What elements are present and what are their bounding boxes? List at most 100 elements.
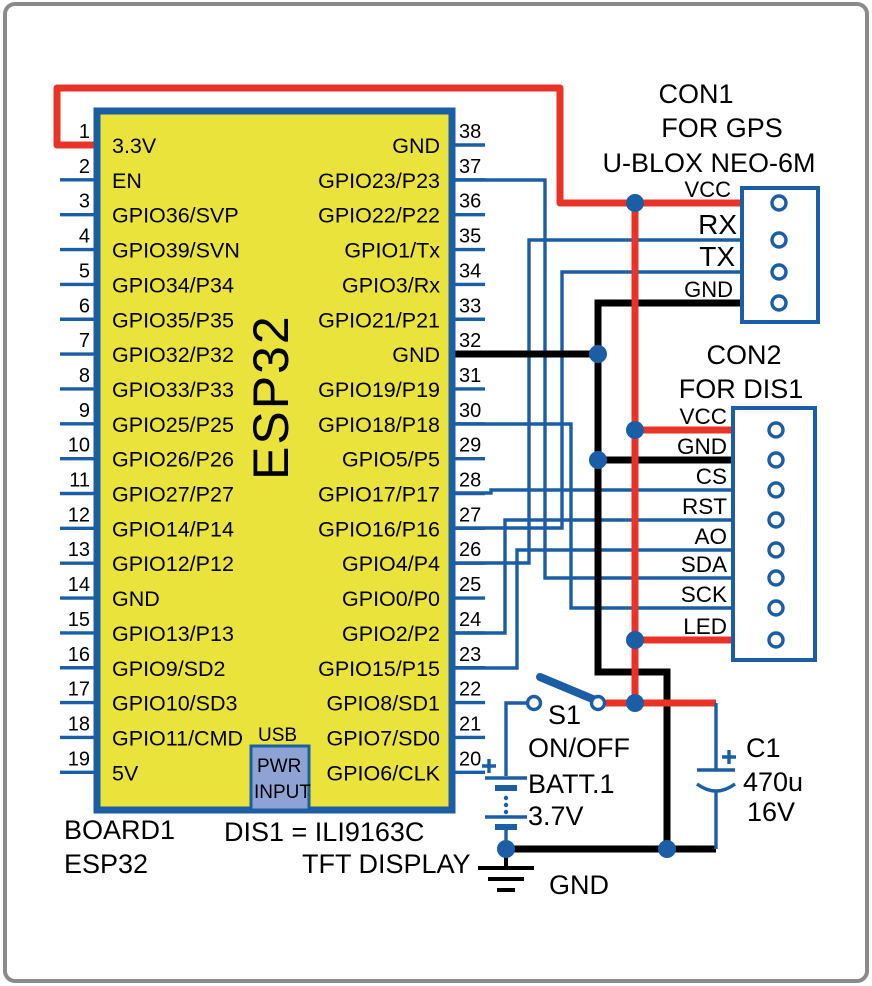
con1-pin-label-RX: RX — [698, 209, 737, 240]
pin-label-left-15: GPIO13/P13 — [112, 622, 234, 646]
wire-vcc-main — [53, 84, 742, 207]
pin-label-left-13: GPIO12/P12 — [112, 552, 234, 576]
con2-title: CON2 — [706, 340, 781, 370]
pin-number-left-2: 2 — [79, 156, 90, 178]
pin-number-right-21: 21 — [459, 713, 481, 735]
battery-plus-icon — [482, 759, 496, 773]
pin-number-right-37: 37 — [459, 156, 481, 178]
con2-pin-label-LED: LED — [683, 614, 727, 639]
capacitor-c1 — [695, 703, 737, 849]
pin-label-left-3: GPIO36/SVP — [112, 204, 239, 228]
pin-number-right-26: 26 — [459, 539, 481, 561]
con1-box — [740, 186, 820, 324]
con2-pin-label-RST: RST — [682, 494, 727, 519]
battery-long-plates — [485, 776, 527, 819]
pin-label-left-16: GPIO9/SD2 — [112, 657, 226, 681]
pin-number-left-5: 5 — [79, 260, 90, 282]
junction-dot — [626, 194, 644, 212]
con2-pin-label-CS: CS — [696, 464, 727, 489]
con2-pin-label-GND: GND — [677, 434, 727, 459]
pin-label-left-2: EN — [112, 169, 142, 193]
junction-dot — [626, 631, 644, 649]
pin-label-left-9: GPIO25/P25 — [112, 413, 234, 437]
pin-label-left-1: 3.3V — [112, 134, 157, 158]
pin-number-left-19: 19 — [68, 748, 90, 770]
cap-bottom-plate — [695, 782, 737, 793]
wire-tft-sck — [452, 422, 733, 610]
pin-number-right-24: 24 — [459, 609, 481, 631]
pin-number-right-38: 38 — [459, 121, 481, 143]
cap-plus-icon — [722, 750, 736, 764]
pin-label-left-14: GND — [112, 587, 160, 611]
page-border — [3, 2, 869, 983]
pin-label-right-31: GPIO19/P19 — [318, 378, 440, 402]
pin-number-left-16: 16 — [68, 644, 90, 666]
pin-number-right-22: 22 — [459, 679, 481, 701]
pin-label-right-25: GPIO0/P0 — [342, 587, 440, 611]
pin-number-right-32: 32 — [459, 330, 481, 352]
pin-label-right-33: GPIO21/P21 — [318, 308, 440, 332]
power-net — [53, 84, 742, 707]
con1-pin-label-GND: GND — [684, 277, 733, 302]
battery-top-lead — [504, 701, 530, 776]
junction-dot — [589, 345, 607, 363]
pin-number-right-28: 28 — [459, 470, 481, 492]
battery-short-plates — [495, 785, 517, 830]
con2-subtitle: FOR DIS1 — [679, 374, 804, 404]
con2-hole-GND — [767, 451, 785, 469]
cap-ref-label: C1 — [746, 733, 781, 763]
switch-lever — [536, 673, 599, 704]
cap-value-label: 470u — [743, 767, 803, 797]
pin-label-right-22: GPIO8/SD1 — [326, 692, 440, 716]
pin-label-right-23: GPIO15/P15 — [318, 657, 440, 681]
pin-number-left-1: 1 — [79, 121, 90, 143]
con2-hole-RST — [767, 511, 785, 529]
display-note-line1: DIS1 = ILI9163C — [224, 817, 424, 847]
junction-dot — [497, 840, 515, 858]
con1-module-name: U-BLOX NEO-6M — [602, 148, 815, 178]
pin-number-left-18: 18 — [68, 713, 90, 735]
pin-number-right-36: 36 — [459, 191, 481, 213]
con1-hole-GND — [770, 294, 788, 312]
pin-label-right-20: GPIO6/CLK — [326, 761, 440, 785]
wire-gps-tx — [452, 270, 742, 530]
con2-pin-label-AO: AO — [694, 524, 727, 549]
wire-tft-cs — [452, 488, 733, 495]
board-ref-label: BOARD1 — [64, 815, 175, 845]
pin-number-left-3: 3 — [79, 191, 90, 213]
battery — [482, 701, 530, 849]
pin-number-left-7: 7 — [79, 330, 90, 352]
pin-number-right-23: 23 — [459, 644, 481, 666]
usb-pwr-label: PWR — [257, 756, 301, 777]
wire-gnd-main — [594, 299, 742, 849]
wire-tft-sda — [452, 178, 733, 580]
pin-label-left-17: GPIO10/SD3 — [112, 692, 238, 716]
con1-subtitle: FOR GPS — [661, 113, 783, 143]
pin-label-left-4: GPIO39/SVN — [112, 239, 240, 263]
pin-label-right-36: GPIO22/P22 — [318, 204, 440, 228]
pin-label-right-27: GPIO16/P16 — [318, 517, 440, 541]
con2-hole-VCC — [767, 421, 785, 439]
pin-label-right-28: GPIO17/P17 — [318, 483, 440, 507]
pin-number-left-11: 11 — [69, 470, 90, 492]
pin-number-left-17: 17 — [68, 679, 90, 701]
pin-label-left-12: GPIO14/P14 — [112, 517, 234, 541]
con2-hole-LED — [767, 631, 785, 649]
pin-label-left-6: GPIO35/P35 — [112, 308, 234, 332]
con1-hole-VCC — [770, 194, 788, 212]
pin-label-right-37: GPIO23/P23 — [318, 169, 440, 193]
junction-dots — [497, 194, 676, 858]
ground-symbol-icon — [478, 866, 534, 892]
con2-hole-SCK — [767, 599, 785, 617]
chip-left-pins: 13.3V2EN3GPIO36/SVP4GPIO39/SVN5GPIO34/P3… — [60, 121, 243, 785]
battery-voltage-label: 3.7V — [528, 801, 584, 831]
pin-number-right-29: 29 — [459, 435, 481, 457]
con2-pin-label-SCK: SCK — [681, 582, 727, 607]
pin-label-right-32: GND — [392, 343, 440, 367]
pin-label-right-29: GPIO5/P5 — [342, 448, 440, 472]
pin-number-right-30: 30 — [459, 400, 481, 422]
pin-number-right-34: 34 — [459, 260, 481, 282]
ground-label: GND — [549, 870, 609, 900]
pin-number-right-20: 20 — [459, 748, 481, 770]
